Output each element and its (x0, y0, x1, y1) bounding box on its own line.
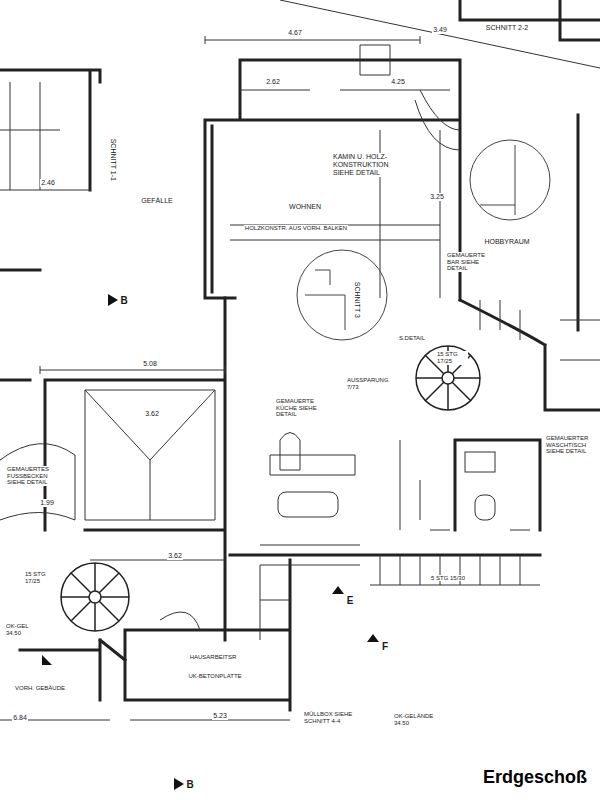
dimension: 4.25 (390, 78, 406, 86)
section-label: SCHNITT 2-2 (485, 24, 529, 32)
dimension: 5.23 (212, 712, 228, 720)
room-label: HOBBYRAUM (483, 238, 530, 246)
stair-note: 15 STG 17/25 (24, 571, 60, 584)
detail-note: GEMAUERTER WASCHTISCH SIEHE DETAIL (545, 435, 597, 455)
slope-note: GEFÄLLE (140, 197, 174, 205)
room-label: WOHNEN (288, 203, 322, 211)
level-note: OK-GELÄNDE 34.50 (393, 713, 447, 726)
detail-note: GEMAUERTE KÜCHE SIEHE DETAIL (275, 398, 329, 418)
construction-note: UK-BETONPLATTE (187, 673, 242, 680)
section-mark: B (185, 779, 194, 790)
detail-note: GEMAUERTES FUSSBECKEN SIEHE DETAIL (6, 466, 66, 486)
detail-note: MÜLLBOX SIEHE SCHNITT 4-4 (303, 711, 367, 724)
dimension: 5.08 (142, 360, 158, 368)
dimension: 3.62 (144, 410, 160, 418)
section-label: SCHNITT 3 (353, 281, 361, 319)
level-note: OK-GEL 34.50 (5, 623, 39, 636)
stair-note: 15 STG 17/25 (436, 351, 468, 364)
section-label: SCHNITT 1-1 (109, 138, 117, 182)
room-label: HAUSARBEITSR (189, 654, 238, 661)
detail-note: AUSSPARUNG 7/73 (346, 377, 398, 390)
spiral-stairs (61, 346, 480, 631)
thin-lines (0, 0, 600, 720)
detail-note: KAMIN U. HOLZ-KONSTRUKTION SIEHE DETAIL (332, 153, 398, 176)
dimension: 2.62 (265, 78, 281, 86)
section-markers (42, 294, 379, 790)
detail-circles (297, 140, 550, 340)
walls (0, 0, 600, 710)
dimension: 3.25 (429, 193, 445, 201)
dimension: 4.67 (287, 29, 303, 37)
section-mark: B (119, 295, 128, 306)
plan-title: Erdgeschoß (480, 767, 590, 788)
dimension: 1.99 (39, 499, 55, 507)
dimension: 3.49 (432, 26, 448, 34)
dimension: 2.46 (40, 179, 56, 187)
dimension: 6.84 (12, 714, 28, 722)
detail-note: GEMAUERTE BAR SIEHE DETAIL (446, 252, 490, 272)
stair-note: 5 STG 15/30 (430, 575, 466, 582)
section-mark: F (381, 641, 389, 652)
dimension: 3.62 (167, 552, 183, 560)
detail-note: S.DETAIL (398, 335, 426, 342)
section-mark: E (346, 595, 355, 606)
building-note: VORH. GEBÄUDE (14, 685, 66, 692)
construction-note: HOLZKONSTR. AUS VORH. BALKEN (244, 225, 348, 232)
